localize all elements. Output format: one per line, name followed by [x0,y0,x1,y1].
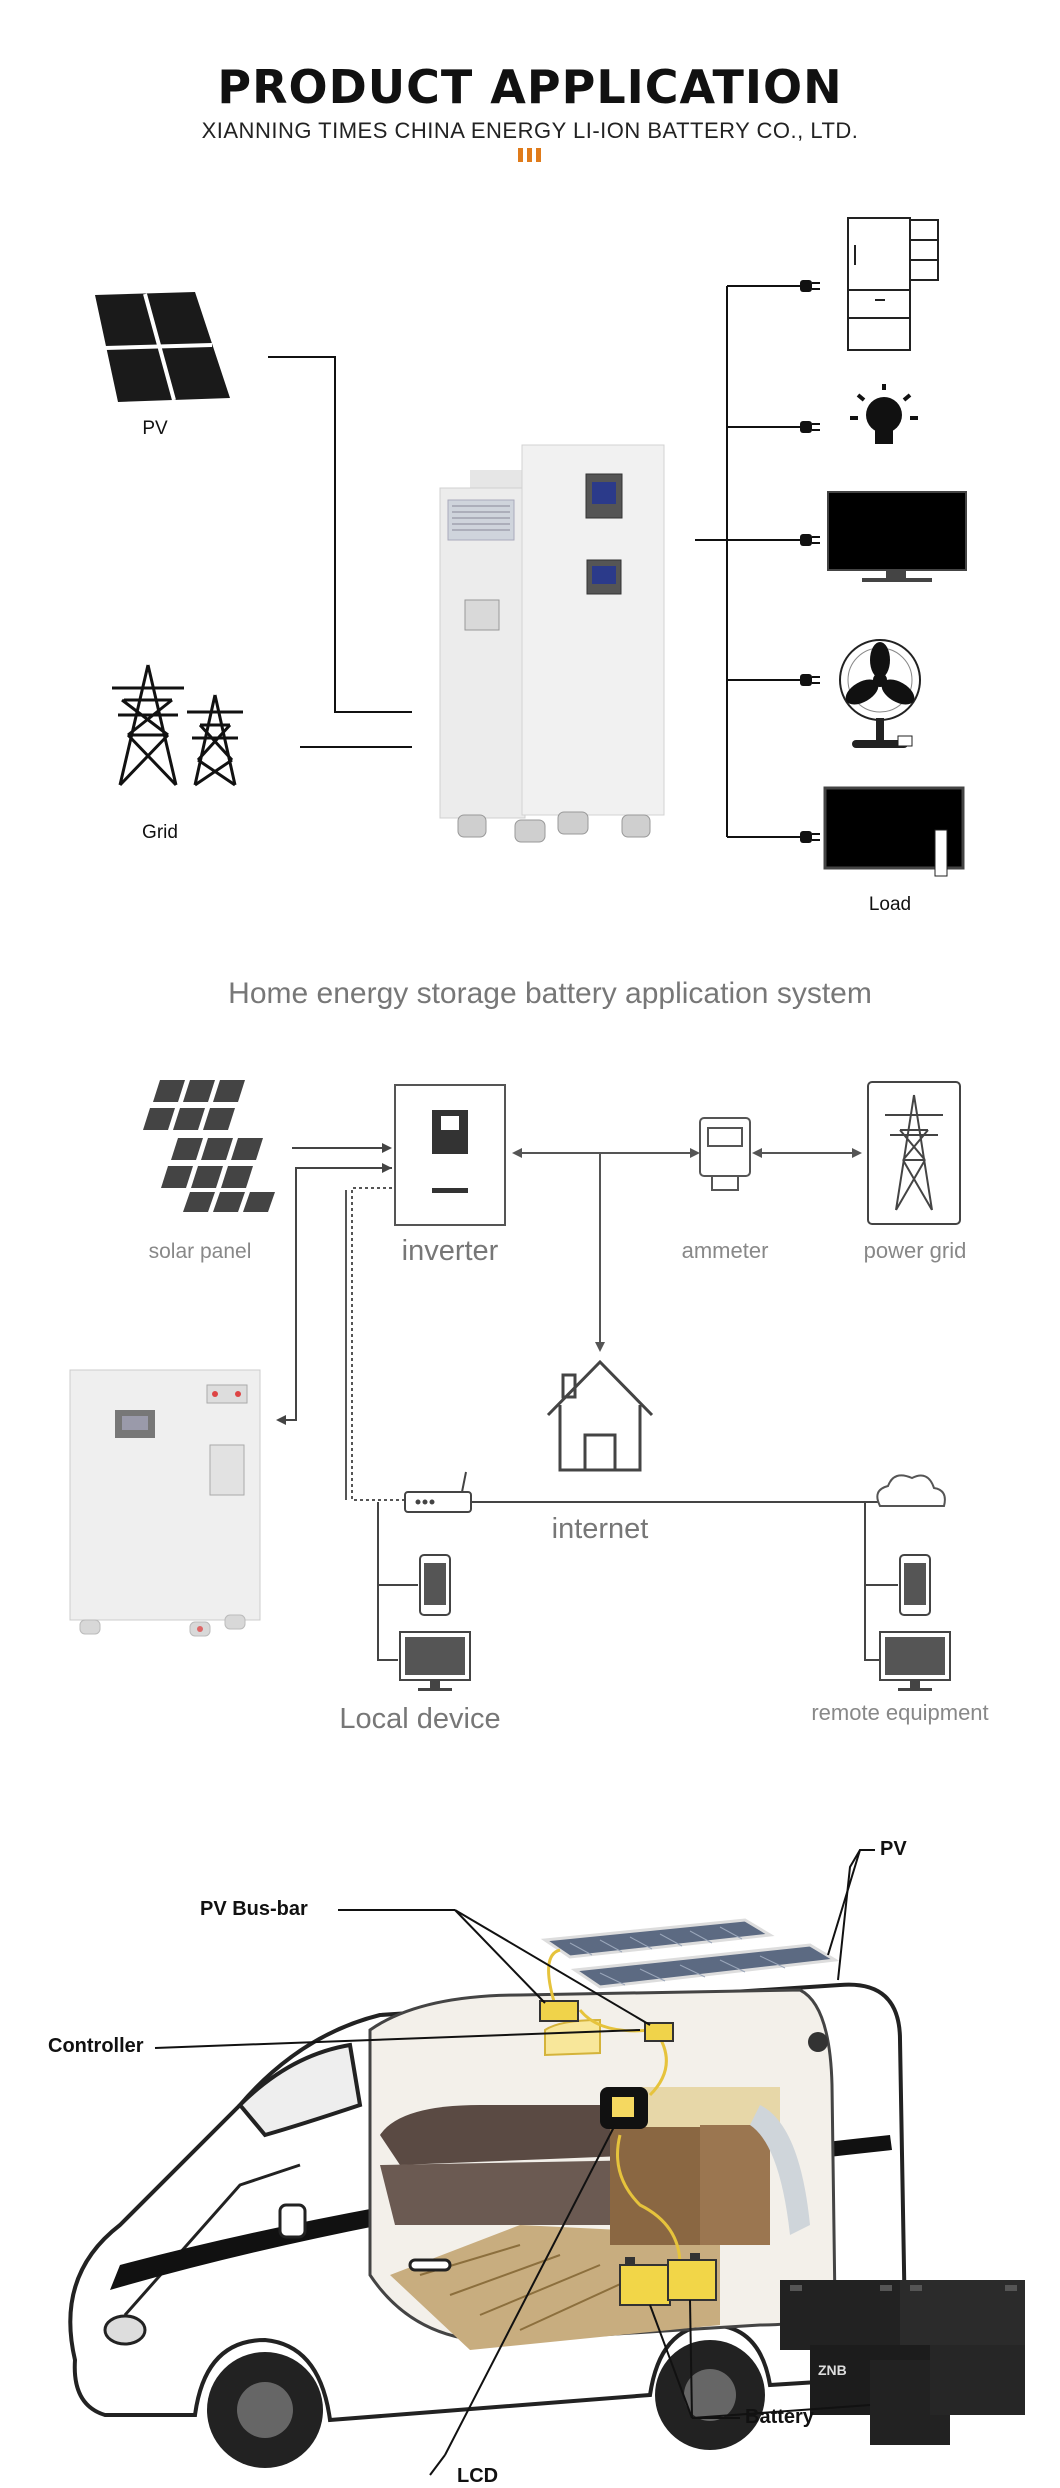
rv-pv-label: PV [880,1838,907,1860]
busbar-label: PV Bus-bar [200,1898,308,1920]
van-interior [368,1988,837,2350]
battery-cabinet [69,1369,261,1637]
page-title: PRODUCT APPLICATION [217,60,843,114]
wheel-icon [207,2340,765,2468]
ammeter-label: ammeter [681,1238,769,1263]
lcd-label: LCD [457,2465,499,2487]
phone-icon [899,1554,931,1616]
grid-label: Grid [142,822,178,843]
power-tower-icon [112,664,243,787]
remote-equipment-label: remote equipment [811,1700,989,1725]
interior-battery [619,2253,717,2306]
fan-icon [839,639,921,748]
computer-icon [879,1631,951,1691]
pv-label: PV [142,418,168,439]
router-icon [404,1471,472,1513]
accent-bars [518,148,542,162]
local-device-label: Local device [339,1703,501,1735]
solar-panel-icon [143,1080,275,1212]
battery-brand: ZNB [818,2362,847,2378]
controller-box [644,2022,674,2042]
inverter-label: inverter [401,1235,499,1267]
phone-icon [419,1554,451,1616]
home-system-diagram [69,1080,961,1691]
solar-panel-label: solar panel [148,1240,252,1263]
company-name: XIANNING TIMES CHINA ENERGY LI-ION BATTE… [201,118,859,143]
internet-label: internet [551,1513,649,1545]
solar-panel-icon [95,292,230,402]
rv-solar-diagram [68,1849,1025,2476]
solar-panel-icon [540,1918,840,1989]
tv-icon [827,491,967,582]
bulb-icon [850,384,918,444]
energy-flow-diagram [95,217,967,877]
battery-pack-icon [780,2280,1025,2445]
system-caption: Home energy storage battery application … [228,977,872,1010]
computer-icon [399,1631,471,1691]
house-icon [546,1359,654,1472]
monitor-icon [823,786,965,877]
battery-cabinet [439,444,665,843]
inverter-icon [394,1084,506,1226]
power-grid-label: power grid [863,1238,967,1263]
lcd-unit [600,2087,648,2129]
battery-label: Battery [745,2406,814,2428]
load-label: Load [868,894,912,915]
controller-label: Controller [48,2035,144,2057]
ammeter-icon [699,1117,751,1191]
busbar-box [539,2000,579,2022]
power-tower-icon [867,1081,961,1225]
cloud-icon [876,1474,946,1507]
fridge-icon [847,217,939,351]
